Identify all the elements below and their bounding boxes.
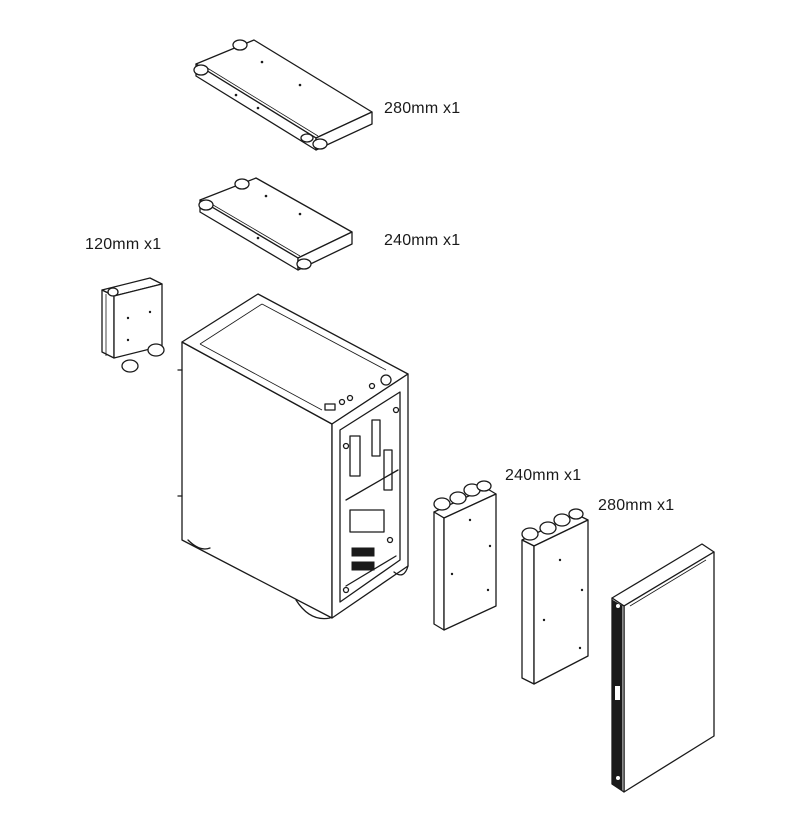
radiator-240-right xyxy=(433,480,497,631)
label-120mm: 120mm x1 xyxy=(85,236,162,253)
radiator-280-top xyxy=(193,39,373,151)
pc-case-chassis xyxy=(177,293,409,620)
side-panel xyxy=(611,543,715,793)
label-280mm-top: 280mm x1 xyxy=(384,100,461,117)
label-280mm-right: 280mm x1 xyxy=(598,497,675,514)
radiator-120-small xyxy=(101,277,165,373)
radiator-240-upper xyxy=(198,177,353,271)
label-240mm-upper: 240mm x1 xyxy=(384,232,461,249)
label-240mm-right: 240mm x1 xyxy=(505,467,582,484)
radiator-280-right xyxy=(521,508,589,685)
